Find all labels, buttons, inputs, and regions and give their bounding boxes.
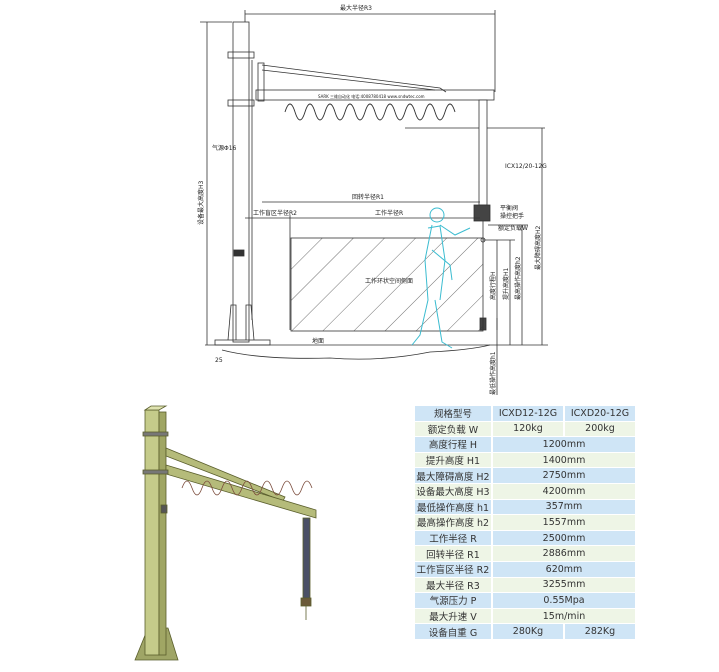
- label-work-area: 工作环状空间侧面: [365, 277, 413, 285]
- row-value: 280Kg: [493, 624, 563, 639]
- label-air-pipe: 气源Φ16: [212, 144, 237, 152]
- row-label: 设备最大高度 H3: [415, 483, 491, 499]
- row-label: 回转半径 R1: [415, 546, 491, 561]
- label-dim25: 25: [215, 357, 223, 364]
- row-label: 最高操作高度 h2: [415, 515, 491, 530]
- row-label: 提升高度 H1: [415, 452, 491, 468]
- row-value: 2886mm: [493, 546, 635, 561]
- row-value: 1557mm: [493, 515, 635, 530]
- label-company: SARK 三维自动化 电话:4008780418 www.sndwtec.com: [318, 93, 425, 99]
- label-r2: 工作盲区半径R2: [253, 209, 297, 217]
- row-value: 620mm: [493, 561, 635, 577]
- label-load: 额定负载W: [498, 224, 528, 232]
- row-value: 2500mm: [493, 530, 635, 546]
- label-r3: 最大半径R3: [340, 4, 372, 12]
- operator-figure: [411, 207, 471, 349]
- row-value: 3255mm: [493, 577, 635, 593]
- row-label: 额定负载 W: [415, 421, 491, 437]
- row-label: 工作盲区半径 R2: [415, 561, 491, 577]
- row-value: 357mm: [493, 499, 635, 515]
- table-header-row: 规格型号 ICXD12-12G ICXD20-12G: [415, 406, 635, 421]
- header-cell: ICXD20-12G: [565, 406, 635, 421]
- label-handle: 操控把手: [500, 212, 524, 220]
- elevation-drawing: [200, 10, 548, 395]
- row-value: 2750mm: [493, 468, 635, 483]
- row-value: 4200mm: [493, 483, 635, 499]
- label-h2-op: 最高操作高度h2: [514, 256, 522, 300]
- table-row: 额定负载 W 120kg 200kg: [415, 421, 635, 437]
- label-r: 工作半径R: [375, 209, 403, 217]
- row-value: 1200mm: [493, 437, 635, 452]
- table-row: 设备自重 G 280Kg 282Kg: [415, 624, 635, 639]
- label-h1-lift: 提升高度H1: [502, 267, 510, 300]
- row-label: 最低操作高度 h1: [415, 499, 491, 515]
- row-label: 工作半径 R: [415, 530, 491, 546]
- row-label: 气源压力 P: [415, 593, 491, 608]
- row-value: 15m/min: [493, 608, 635, 624]
- row-label: 高度行程 H: [415, 437, 491, 452]
- label-h2-obstacle: 最大障碍高度H2: [534, 225, 542, 270]
- label-h3: 设备最大高度H3: [197, 180, 205, 225]
- row-label: 最大障碍高度 H2: [415, 468, 491, 483]
- row-value: 0.55Mpa: [493, 593, 635, 608]
- row-value: 1400mm: [493, 452, 635, 468]
- row-value: 282Kg: [565, 624, 635, 639]
- row-value: 200kg: [565, 421, 635, 437]
- label-ground: 地面: [312, 337, 324, 345]
- row-label: 最大半径 R3: [415, 577, 491, 593]
- label-h: 高度行程H: [489, 271, 497, 300]
- row-label: 最大升速 V: [415, 608, 491, 624]
- diagram-labels: 最大半径R3 SARK 三维自动化 电话:4008780418 www.sndw…: [197, 4, 547, 395]
- label-h1-op: 最低操作高度h1: [489, 351, 497, 395]
- crane-3d-render: [134, 405, 317, 661]
- label-model: ICX12/20-12G: [505, 163, 547, 170]
- header-cell: ICXD12-12G: [493, 406, 563, 421]
- label-balance-valve: 平衡阀: [500, 204, 518, 212]
- row-value: 120kg: [493, 421, 563, 437]
- spec-table: 规格型号 ICXD12-12G ICXD20-12G 额定负载 W 120kg …: [413, 405, 637, 640]
- row-label: 设备自重 G: [415, 624, 491, 639]
- header-cell: 规格型号: [415, 406, 491, 421]
- label-r1: 回转半径R1: [352, 193, 384, 201]
